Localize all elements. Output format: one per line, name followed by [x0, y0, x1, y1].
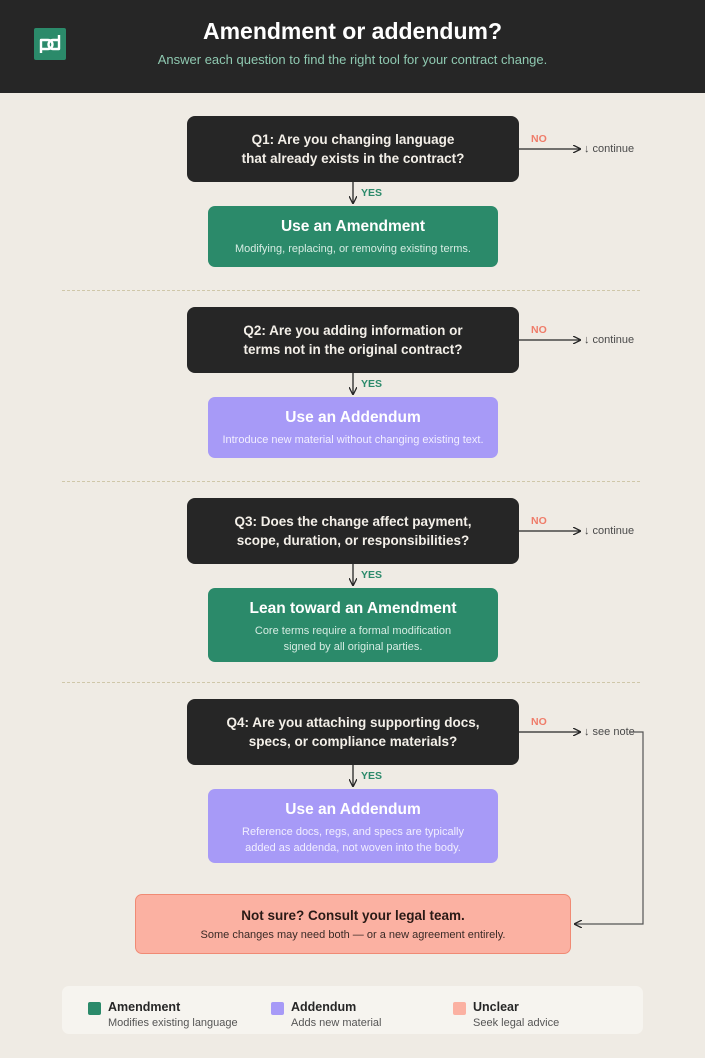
- section-divider-1: [62, 290, 640, 291]
- answer-3-desc-line1: Core terms require a formal modification: [254, 625, 452, 637]
- q4-yes-label: YES: [361, 770, 383, 782]
- q4-no-target: ↓ see note: [584, 726, 635, 738]
- answer-1-desc-line1: Modifying, replacing, or removing existi…: [235, 243, 471, 255]
- q1-no-target: ↓ continue: [584, 143, 635, 155]
- answer-1-box: Use an Amendment Modifying, replacing, o…: [208, 206, 498, 267]
- legend-desc-amendment: Modifies existing language: [108, 1017, 238, 1029]
- q3-no-target: ↓ continue: [584, 525, 635, 537]
- page-header: Amendment or addendum? Answer each quest…: [0, 0, 705, 93]
- legend-name-amendment: Amendment: [108, 1000, 181, 1014]
- unsure-desc: Some changes may need both — or a new ag…: [200, 929, 506, 941]
- question-2-box: Q2: Are you adding information or terms n…: [187, 307, 519, 373]
- legend: Amendment Modifies existing language Add…: [62, 986, 643, 1034]
- question-3-line2: scope, duration, or responsibilities?: [236, 533, 470, 548]
- answer-4-box: Use an Addendum Reference docs, regs, an…: [208, 789, 498, 863]
- question-4-line2: specs, or compliance materials?: [248, 734, 458, 749]
- legend-name-unclear: Unclear: [473, 1000, 519, 1014]
- brand-logo: [34, 28, 66, 60]
- logo-glyph-icon: [39, 35, 61, 53]
- q2-yes-label: YES: [361, 378, 383, 390]
- legend-swatch-addendum: [271, 1002, 284, 1015]
- q3-no-label: NO: [531, 515, 547, 527]
- question-3-box: Q3: Does the change affect payment, scope…: [187, 498, 519, 564]
- answer-4-desc-line1: Reference docs, regs, and specs are typi…: [242, 826, 464, 838]
- q1-yes-label: YES: [361, 187, 383, 199]
- q2-no-label: NO: [531, 324, 547, 336]
- answer-3-desc-line2: signed by all original parties.: [283, 641, 423, 653]
- legend-desc-unclear: Seek legal advice: [473, 1017, 560, 1029]
- legend-name-addendum: Addendum: [291, 1000, 357, 1014]
- q2-no-target: ↓ continue: [584, 334, 635, 346]
- q4-no-label: NO: [531, 716, 547, 728]
- answer-2-box: Use an Addendum Introduce new material w…: [208, 397, 498, 458]
- answer-2-desc-line1: Introduce new material without changing …: [222, 434, 484, 446]
- answer-4-title: Use an Addendum: [285, 801, 421, 818]
- q1-no-label: NO: [531, 133, 547, 145]
- section-divider-2: [62, 481, 640, 482]
- page-title: Amendment or addendum?: [202, 18, 502, 44]
- answer-3-title: Lean toward an Amendment: [249, 600, 457, 617]
- question-4-box: Q4: Are you attaching supporting docs, sp…: [187, 699, 519, 765]
- page-subtitle: Answer each question to find the right t…: [157, 52, 548, 67]
- question-3-line1: Q3: Does the change affect payment,: [234, 514, 472, 529]
- q3-yes-label: YES: [361, 569, 383, 581]
- legend-swatch-amendment: [88, 1002, 101, 1015]
- question-4-line1: Q4: Are you attaching supporting docs,: [226, 715, 480, 730]
- see-note-connector: [575, 731, 644, 924]
- answer-4-desc-line2: added as addenda, not woven into the bod…: [245, 842, 461, 854]
- legend-swatch-unclear: [453, 1002, 466, 1015]
- question-1-box: Q1: Are you changing language that alread…: [187, 116, 519, 182]
- legend-desc-addendum: Adds new material: [291, 1017, 382, 1029]
- answer-1-title: Use an Amendment: [280, 218, 426, 235]
- unsure-note-box: Not sure? Consult your legal team. Some …: [135, 894, 571, 954]
- question-1-line2: that already exists in the contract?: [241, 151, 465, 166]
- unsure-title: Not sure? Consult your legal team.: [241, 908, 465, 923]
- question-1-line1: Q1: Are you changing language: [251, 132, 455, 147]
- question-2-line2: terms not in the original contract?: [243, 342, 463, 357]
- answer-3-box: Lean toward an Amendment Core terms requ…: [208, 588, 498, 662]
- section-divider-3: [62, 682, 640, 683]
- answer-2-title: Use an Addendum: [285, 409, 421, 426]
- question-2-line1: Q2: Are you adding information or: [243, 323, 463, 338]
